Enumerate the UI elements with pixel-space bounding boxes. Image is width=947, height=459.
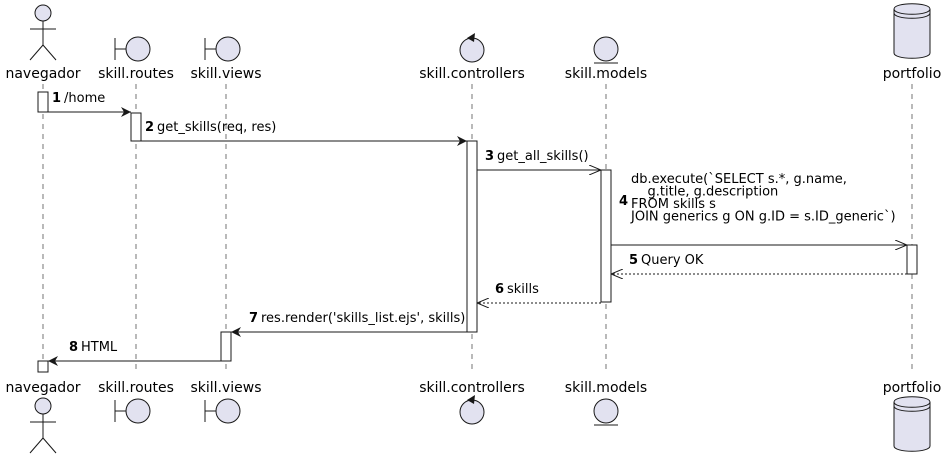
- participant-models-entity-icon: [593, 398, 619, 426]
- participant-views-top: skill.views: [190, 36, 262, 82]
- participant-portfolio-top: portfolio: [883, 3, 942, 82]
- participant-portfolio-database-icon: [893, 396, 931, 452]
- participant-label: portfolio: [883, 66, 942, 82]
- participant-routes-top: skill.routes: [98, 36, 174, 82]
- participant-label: skill.views: [190, 66, 261, 82]
- participant-models-bottom: skill.models: [565, 380, 647, 426]
- participant-label: skill.views: [190, 380, 261, 396]
- message-number: 8: [69, 340, 78, 355]
- message-number: 6: [495, 282, 504, 297]
- participant-controllers-control-icon: [459, 33, 485, 63]
- message-label: get_skills(req, res): [157, 120, 276, 135]
- participant-views-boundary-icon: [204, 398, 241, 424]
- message-label: FROM skills s: [631, 197, 716, 212]
- message-number: 5: [629, 253, 638, 268]
- participant-label: portfolio: [883, 380, 942, 396]
- participant-models-entity-icon: [593, 36, 619, 64]
- activation-views: [220, 331, 232, 362]
- message-4: 4db.execute(`SELECT s.*, g.name, g.title…: [611, 172, 907, 245]
- message-label: skills: [507, 282, 539, 297]
- participant-navegador-actor-icon: [29, 4, 57, 61]
- participant-routes-bottom: skill.routes: [98, 380, 174, 424]
- participant-routes-boundary-icon: [114, 36, 151, 62]
- participant-heads-top: navegador skill.routes skill.views skill.co…: [5, 3, 942, 82]
- participant-label: navegador: [5, 380, 80, 396]
- message-label: get_all_skills(): [497, 149, 589, 164]
- message-label: JOIN generics g ON g.ID = s.ID_generic`): [630, 210, 896, 225]
- message-1: 1/home: [48, 91, 131, 117]
- participant-navegador-bottom: navegador: [5, 380, 81, 454]
- participant-controllers-control-icon: [459, 395, 485, 425]
- participant-label: skill.controllers: [419, 66, 525, 82]
- message-label: HTML: [81, 340, 118, 355]
- activation-navegador-2: [37, 360, 49, 373]
- message-number: 7: [249, 311, 258, 326]
- participant-label: skill.routes: [98, 380, 174, 396]
- message-number: 1: [52, 91, 61, 106]
- participant-label: navegador: [5, 66, 80, 82]
- participant-label: skill.controllers: [419, 380, 525, 396]
- participant-navegador-actor-icon: [29, 397, 57, 454]
- message-label: /home: [64, 91, 105, 106]
- message-label: db.execute(`SELECT s.*, g.name,: [631, 172, 847, 187]
- participant-navegador-top: navegador: [5, 4, 81, 82]
- participant-label: skill.models: [565, 380, 647, 396]
- participant-views-bottom: skill.views: [190, 380, 262, 424]
- message-label: res.render('skills_list.ejs', skills): [261, 311, 465, 326]
- message-label: g.title, g.description: [631, 185, 778, 200]
- message-label: Query OK: [641, 253, 704, 268]
- activation-controllers: [466, 140, 478, 333]
- activation-routes: [130, 112, 142, 142]
- participant-routes-boundary-icon: [114, 398, 151, 424]
- participant-label: skill.models: [565, 66, 647, 82]
- participant-models-top: skill.models: [565, 36, 647, 82]
- message-number: 4: [619, 194, 628, 209]
- activation-navegador-1: [37, 91, 49, 113]
- activation-models: [600, 169, 612, 303]
- participant-portfolio-bottom: portfolio: [883, 380, 942, 452]
- message-number: 2: [145, 120, 154, 135]
- message-number: 3: [485, 149, 494, 164]
- participant-portfolio-database-icon: [893, 3, 931, 59]
- participant-views-boundary-icon: [204, 36, 241, 62]
- activations: [37, 91, 918, 373]
- participant-controllers-bottom: skill.controllers: [419, 380, 525, 425]
- participant-heads-bottom: navegador skill.routes skill.views skill.co…: [5, 380, 942, 454]
- participant-controllers-top: skill.controllers: [419, 33, 525, 82]
- activation-portfolio: [906, 244, 918, 275]
- participant-label: skill.routes: [98, 66, 174, 82]
